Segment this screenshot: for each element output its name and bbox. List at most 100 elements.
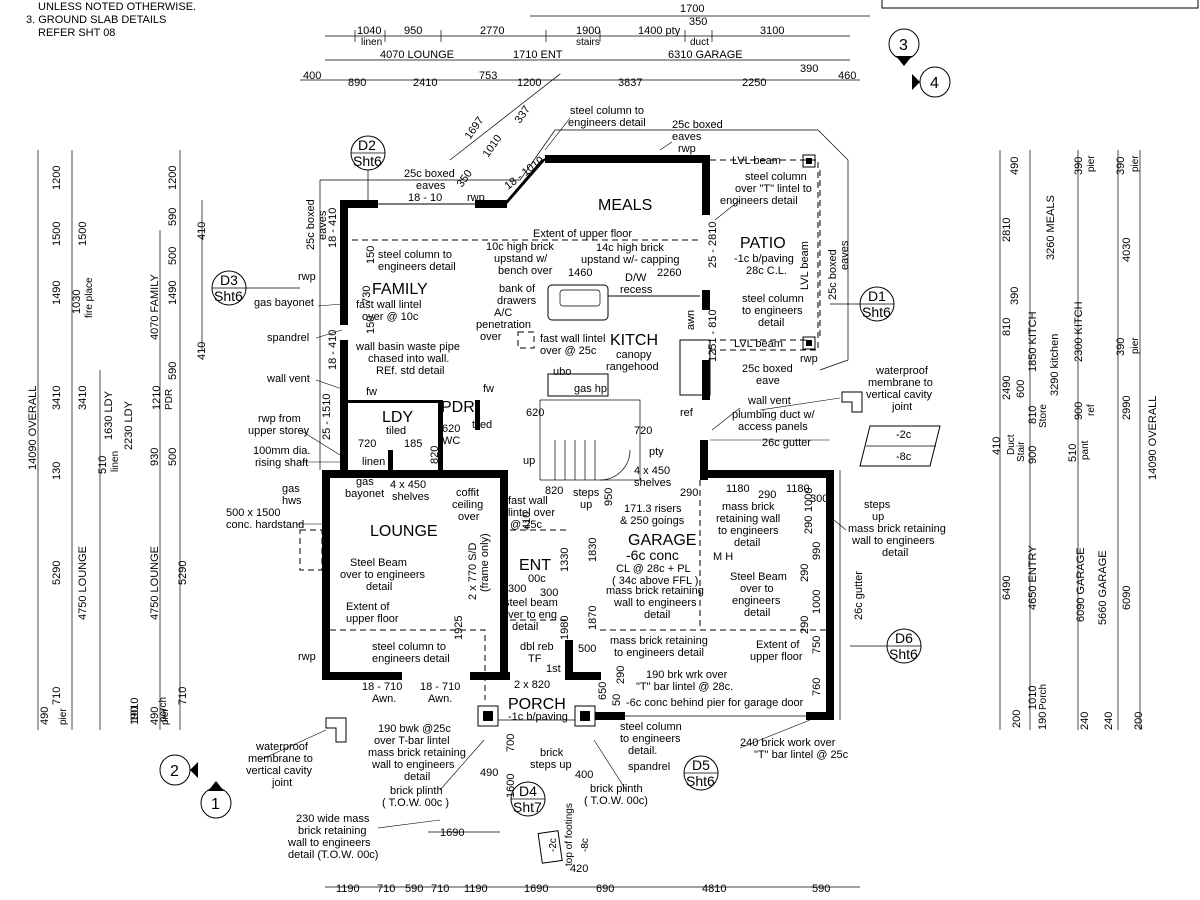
dim-right-6090-garage: 6090 GARAGE — [1075, 547, 1087, 622]
dim-right-2810: 2810 — [1001, 218, 1013, 242]
note-150b: 150 — [365, 316, 377, 334]
note-canopy: canopy — [616, 349, 652, 361]
note-g-1000a: 1000 — [803, 488, 815, 512]
title-block-frame — [881, 0, 1199, 9]
note-dw: D/W — [625, 272, 647, 284]
note-fast-lintel1-1: fast wall lintel — [356, 299, 421, 311]
note-hardstand-1: 500 x 1500 — [226, 507, 280, 519]
note-wall-vent-1: wall vent — [266, 373, 310, 385]
note-dbl-reb: dbl reb — [520, 641, 554, 653]
dim-left-3410: 3410 — [51, 386, 63, 410]
note-g-760: 760 — [811, 678, 823, 696]
note-waterproof-r-2: membrane to — [868, 377, 933, 389]
note-400: 400 — [575, 769, 593, 781]
elevation-1: 1 — [211, 796, 220, 813]
note-steel-beam-g-2: over to — [740, 583, 774, 595]
room-labels: MEALS PATIO -1c b/paving 28c C.L. FAMILY… — [362, 197, 794, 723]
dim-753: 753 — [479, 70, 497, 82]
note-brk190-2: "T" bar lintel @ 28c. — [636, 681, 733, 693]
note-620: 620 — [442, 423, 460, 435]
note-gutter: 26c gutter — [762, 437, 811, 449]
note-boxed-eave-2: eave — [756, 375, 780, 387]
dim-left-pier-b: pier — [160, 708, 171, 725]
dim-bot-4810: 4810 — [702, 883, 726, 895]
dim-duct-label: duct — [690, 37, 709, 48]
note-lvl-beam-1: LVL beam — [732, 155, 781, 167]
note-line-3: REFER SHT 08 — [38, 27, 115, 39]
room-gas-hp: gas hp — [574, 383, 607, 395]
note-mass-brick-g3-1: mass brick retaining — [610, 635, 708, 647]
note-hardstand-2: conc. hardstand — [226, 519, 304, 531]
note-sd-2: (frame only) — [479, 533, 491, 592]
dim-3100: 3100 — [760, 25, 784, 37]
dim-right-duct: Duct — [1006, 434, 1017, 455]
note-plinth1-1: brick plinth — [390, 785, 443, 797]
note-mass230-4: detail (T.O.W. 00c) — [288, 849, 378, 861]
section-d3-sheet: Sht6 — [214, 288, 243, 304]
room-garage-cl: CL @ 28c + PL — [616, 563, 691, 575]
note-steel-col-l-1: steel column to — [372, 641, 446, 653]
note-185: 185 — [404, 438, 422, 450]
dim-left-2230-ldy: 2230 LDY — [123, 400, 135, 450]
note-steel-patio-2: to engineers — [742, 305, 803, 317]
note-bwk190-2: over T-bar lintel — [374, 735, 450, 747]
note-2260: 2260 — [657, 267, 681, 279]
note-gutter-v: 26c gutter — [853, 571, 865, 620]
note-950: 950 — [603, 488, 615, 506]
note-footings-m8c: -8c — [580, 838, 591, 852]
note-waterproof-r-1: waterproof — [875, 365, 929, 377]
dim-right-810b: 810 — [1027, 406, 1039, 424]
note-g-1180a: 1180 — [726, 483, 750, 495]
dim-1900: 1900 — [576, 25, 600, 37]
dim-right-240b: 240 — [1103, 712, 1115, 730]
dim-left-1200b: 1200 — [167, 166, 179, 190]
dim-left-1010: 1010 — [129, 698, 141, 722]
dim-right-4030: 4030 — [1121, 238, 1133, 262]
note-490: 490 — [480, 767, 498, 779]
note-boxed-eaves-top-2: eaves — [672, 131, 702, 143]
note-level-m8c: -8c — [896, 451, 912, 463]
eave-lines — [319, 129, 849, 720]
note-steps-up-r-1: steps — [864, 499, 891, 511]
note-waterproof-r-4: joint — [891, 401, 912, 413]
note-fast-lintel2-1: fast wall lintel — [540, 333, 605, 345]
note-awn: awn — [685, 310, 697, 330]
room-garage-level: -6c conc — [626, 547, 679, 563]
note-extent-upper-g-1: Extent of — [756, 639, 800, 651]
dim-left-14090: 14090 OVERALL — [27, 386, 39, 470]
note-g-750: 750 — [811, 636, 823, 654]
note-fast-lintel3-2: lintel over — [508, 507, 555, 519]
room-meals: MEALS — [598, 197, 652, 214]
dim-right-510: 510 — [1067, 444, 1079, 462]
dim-right-390: 390 — [1009, 287, 1021, 305]
dim-3837: 3837 — [618, 77, 642, 89]
dim-left-5290b: 5290 — [177, 561, 189, 585]
note-bwk190-4: wall to engineers — [371, 759, 455, 771]
note-plinth2-1: brick plinth — [590, 783, 643, 795]
note-shelves1-2: shelves — [392, 491, 430, 503]
note-steps-up-2: up — [580, 499, 592, 511]
note-steel-col-top-1: steel column to — [570, 105, 644, 117]
note-brick-steps-2: steps up — [530, 759, 572, 771]
note-risers-2: & 250 goings — [620, 515, 685, 527]
dim-right-810: 810 — [1001, 318, 1013, 336]
dim-left-410a: 410 — [196, 222, 208, 240]
room-pdr: PDR — [441, 399, 475, 416]
dim-right-ref: ref — [1086, 404, 1097, 416]
dim-left-4750-lounge: 4750 LOUNGE — [77, 546, 89, 620]
note-ent-300b: 300 — [540, 587, 558, 599]
note-plinth2-2: ( T.O.W. 00c) — [584, 795, 648, 807]
note-730: 730 — [361, 286, 373, 304]
note-fast-lintel2-2: over @ 25c — [540, 345, 597, 357]
note-eaves-18-10: 18 - 10 — [408, 192, 442, 204]
note-coffit-3: over — [458, 511, 480, 523]
note-gas-hws-1: gas — [282, 483, 300, 495]
note-rwp-family: rwp — [467, 192, 485, 204]
dim-bot-1190a: 1190 — [336, 883, 360, 895]
dim-1400-pty: 1400 pty — [638, 25, 681, 37]
note-mass-brick-g1-3: to engineers — [718, 525, 779, 537]
dim-linen-label: linen — [361, 37, 382, 48]
note-ent-300a: 300 — [508, 583, 526, 595]
room-porch: PORCH — [508, 696, 566, 713]
